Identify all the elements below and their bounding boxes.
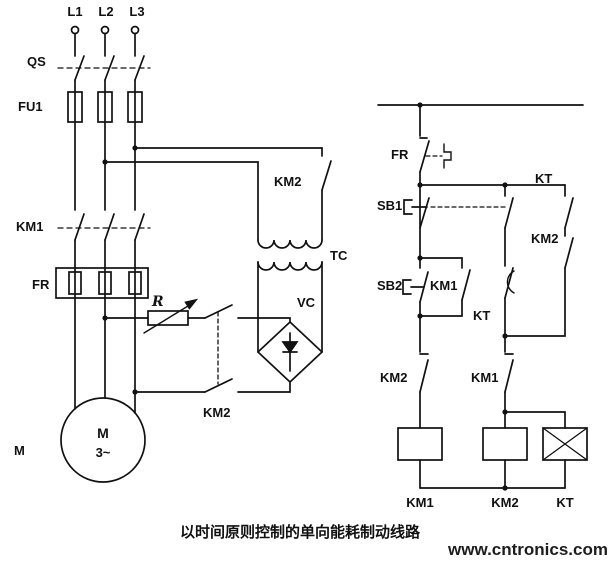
label-km2-top: KM2 [274,174,301,189]
label-kt-delay: KT [473,308,490,323]
watermark: www.cntronics.com [447,540,608,559]
label-fr-ctrl: FR [391,147,409,162]
control-junction-dots [417,102,508,491]
r-resistor [147,310,189,326]
label-km1-main: KM1 [16,219,43,234]
tc-primary-winding [257,239,323,249]
label-r: R [151,294,164,310]
fr-box [55,267,149,299]
dc-return-wire [134,381,291,393]
km2-top-contact-blade [321,160,332,191]
label-tc: TC [330,248,348,263]
kt-delay-arc [506,270,515,294]
label-qs: QS [27,54,46,69]
sb2-button-bracket [402,279,425,295]
power-circuit [55,25,332,483]
label-motor-phase: 3~ [96,445,111,460]
km2-brake-upper-blade [204,304,233,319]
kt-coil [542,427,588,461]
tc-secondary-leads [257,261,323,353]
fr-trip-symbol [443,143,452,169]
phase-wires-top [74,32,136,57]
fr-contact [419,137,430,173]
label-vc: VC [297,295,316,310]
power-junction-dots [102,145,138,395]
terminal-l1 [70,25,80,35]
km1-interlock-contact [504,353,514,393]
phase-wires-bottom [74,239,136,414]
label-sb2: SB2 [377,278,402,293]
label-km1-interlock: KM1 [471,370,498,385]
km1-seal-blade [461,269,471,301]
tc-secondary-winding [257,261,323,271]
label-fr-main: FR [32,277,50,292]
label-coil-km2: KM2 [491,495,518,510]
vc-diode-triangle [281,341,299,354]
tc-primary-feed-right [134,147,323,241]
km1-main-blades [74,213,145,241]
km1-coil [397,427,443,461]
motor-circle [60,397,146,483]
labels: L1 L2 L3 QS FU1 KM1 FR KM2 TC VC R KM2 M… [14,4,574,510]
fr-heater-a [68,271,82,295]
label-motor-ref: M [14,443,25,458]
label-km2-brake: KM2 [203,405,230,420]
km2-coil [482,427,528,461]
diagram-caption: 以时间原则控制的单向能耗制动线路 [180,523,421,541]
label-km2-interlock: KM2 [380,370,407,385]
label-motor-letter: M [97,425,109,441]
label-coil-kt: KT [556,495,573,510]
label-coil-km1: KM1 [406,495,433,510]
km2-seal-blade [564,237,574,269]
kt-coil-branch [504,411,566,429]
label-l2: L2 [98,4,113,19]
tc-primary-feed-left [104,161,259,241]
label-km1-seal: KM1 [430,278,457,293]
fr-heater-c [128,271,142,295]
km1-seal-branch [419,257,463,317]
km2-brake-lower-blade [204,378,233,393]
kt-top-blade [564,197,574,229]
terminal-l3 [130,25,140,35]
kt-coil-cross [542,427,588,461]
r-arrow-line [143,305,189,334]
r-branch-wire [104,317,291,323]
label-fu1: FU1 [18,99,43,114]
label-km2-seal: KM2 [531,231,558,246]
label-kt-top: KT [535,171,552,186]
fuse-fu1-b [97,91,113,123]
colC-wires [504,184,566,489]
phase-wires-mid [74,79,136,211]
control-circuit [377,102,588,491]
label-l1: L1 [67,4,82,19]
sb1-button-bracket [403,199,428,215]
fuse-fu1-a [67,91,83,123]
sb1-no-blade [504,197,514,229]
sb1-contact-blade [419,197,430,229]
terminal-l2 [100,25,110,35]
fr-heater-b [98,271,112,295]
km2-interlock-contact [419,353,429,393]
label-sb1: SB1 [377,198,402,213]
label-l3: L3 [129,4,144,19]
fuse-fu1-c [127,91,143,123]
r-arrow-head [184,298,199,310]
